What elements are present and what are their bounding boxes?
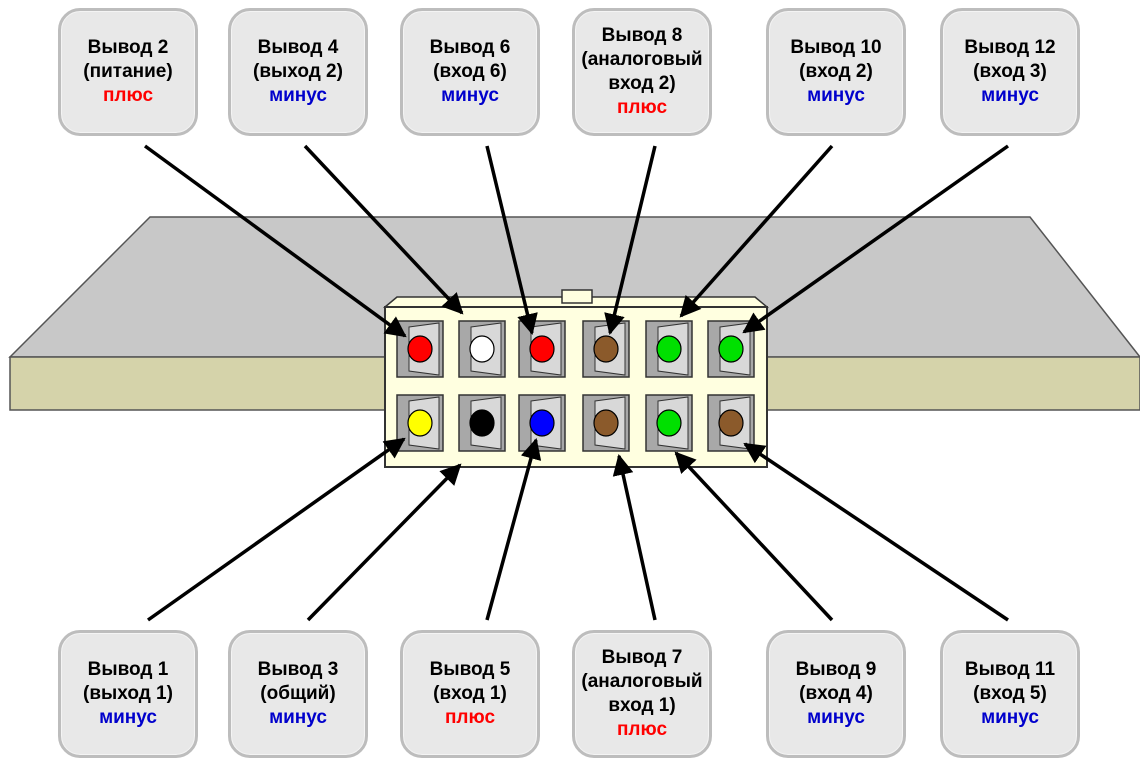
arrow-pin-4 <box>303 144 464 315</box>
wire-dot-pin-2 <box>407 335 433 363</box>
wire-dot-pin-3 <box>469 409 495 437</box>
wire-dot-pin-7 <box>593 409 619 437</box>
pin-label-line: (вход 3) <box>973 61 1047 82</box>
pin-label-line: (вход 1) <box>433 683 507 704</box>
pin-label-line: Вывод 6 <box>429 37 511 58</box>
pin-label-9: Вывод 9 (вход 4) минус <box>766 630 906 758</box>
arrow-pin-10 <box>679 144 834 318</box>
arrow-pin-5 <box>485 437 542 621</box>
pin-label-8: Вывод 8 (аналоговый вход 2) плюс <box>572 8 712 136</box>
pin-label-7: Вывод 7 (аналоговый вход 1) плюс <box>572 630 712 758</box>
pin-label-line: вход 2) <box>608 73 676 94</box>
pin-polarity: плюс <box>616 97 668 118</box>
pin-label-10: Вывод 10 (вход 2) минус <box>766 8 906 136</box>
pin-polarity: плюс <box>616 719 668 740</box>
connector-housing <box>382 289 770 468</box>
pin-label-line: Вывод 11 <box>964 659 1056 680</box>
pin-label-6: Вывод 6 (вход 6) минус <box>400 8 540 136</box>
pin-label-line: (вход 6) <box>433 61 507 82</box>
wire-dot-pin-12 <box>718 335 744 363</box>
arrow-pin-1 <box>146 437 406 622</box>
arrow-pin-2 <box>143 144 407 338</box>
pin-label-2: Вывод 2 (питание) плюс <box>58 8 198 136</box>
pin-label-line: Вывод 4 <box>257 37 339 58</box>
wire-dot-pin-6 <box>529 335 555 363</box>
arrow-pin-7 <box>612 453 657 621</box>
pin-label-line: (аналоговый <box>581 49 703 70</box>
pin-label-line: Вывод 3 <box>257 659 339 680</box>
pin-label-3: Вывод 3 (общий) минус <box>228 630 368 758</box>
pin-polarity: минус <box>981 707 1039 728</box>
pin-label-line: Вывод 1 <box>87 659 169 680</box>
pin-label-line: Вывод 5 <box>429 659 511 680</box>
pin-polarity: минус <box>981 85 1039 106</box>
pin-polarity: минус <box>807 707 865 728</box>
pin-label-line: (вход 4) <box>799 683 873 704</box>
arrow-pin-6 <box>485 145 538 336</box>
pin-label-line: (выход 2) <box>253 61 343 82</box>
wire-dot-pin-5 <box>529 409 555 437</box>
pin-cavities <box>396 320 755 452</box>
housing-body <box>384 306 768 468</box>
pin-polarity: минус <box>99 707 157 728</box>
pin-label-line: (вход 2) <box>799 61 873 82</box>
pin-label-line: (выход 1) <box>83 683 173 704</box>
pin-label-line: Вывод 2 <box>87 37 169 58</box>
pin-polarity: минус <box>441 85 499 106</box>
pin-label-line: Вывод 10 <box>790 37 882 58</box>
pin-polarity: минус <box>269 707 327 728</box>
wire-dot-pin-11 <box>718 409 744 437</box>
pin-polarity: плюс <box>444 707 496 728</box>
arrow-pin-3 <box>306 463 462 622</box>
latch-tab <box>561 289 593 304</box>
pin-label-line: (вход 5) <box>973 683 1047 704</box>
pin-label-line: Вывод 8 <box>601 25 683 46</box>
arrow-pin-9 <box>674 451 834 622</box>
pin-label-12: Вывод 12 (вход 3) минус <box>940 8 1080 136</box>
pin-label-line: (питание) <box>83 61 173 82</box>
pin-polarity: минус <box>807 85 865 106</box>
arrow-pin-12 <box>742 144 1010 334</box>
wire-dot-pin-10 <box>656 335 682 363</box>
pin-arrows <box>143 144 1010 622</box>
pin-label-11: Вывод 11 (вход 5) минус <box>940 630 1080 758</box>
pin-polarity: плюс <box>102 85 154 106</box>
pin-label-4: Вывод 4 (выход 2) минус <box>228 8 368 136</box>
pin-polarity: минус <box>269 85 327 106</box>
pin-label-line: Вывод 7 <box>601 647 683 668</box>
wire-dot-pin-1 <box>407 409 433 437</box>
pin-label-1: Вывод 1 (выход 1) минус <box>58 630 198 758</box>
pin-label-line: вход 1) <box>608 695 676 716</box>
pin-label-line: (аналоговый <box>581 671 703 692</box>
arrow-pin-8 <box>604 145 657 336</box>
pin-label-line: Вывод 12 <box>964 37 1056 58</box>
pin-label-line: (общий) <box>260 683 336 704</box>
pin-label-line: Вывод 9 <box>795 659 877 680</box>
wire-dot-pin-4 <box>469 335 495 363</box>
wire-dot-pin-8 <box>593 335 619 363</box>
pin-label-5: Вывод 5 (вход 1) плюс <box>400 630 540 758</box>
arrow-pin-11 <box>743 442 1009 622</box>
wire-dot-pin-9 <box>656 409 682 437</box>
